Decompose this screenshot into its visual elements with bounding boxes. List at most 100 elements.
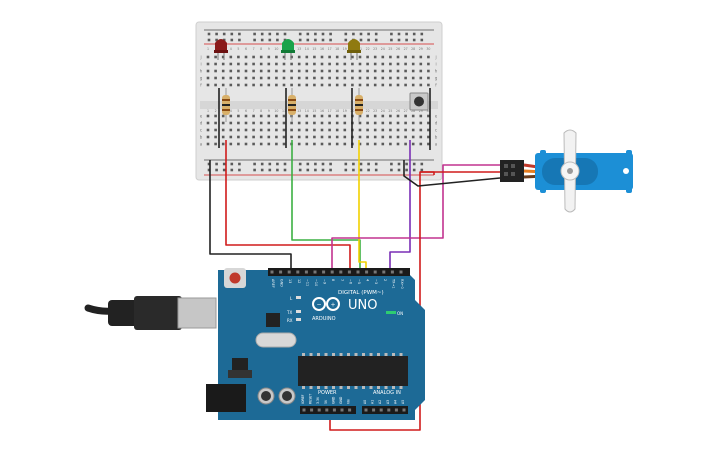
- header-pin: [296, 270, 300, 274]
- breadboard-hole: [206, 121, 210, 125]
- breadboard-hole: [389, 135, 392, 139]
- breadboard-hole: [221, 55, 225, 59]
- led-red[interactable]: [214, 39, 228, 60]
- header-pin-label: GND: [339, 396, 343, 404]
- breadboard-hole: [381, 76, 385, 80]
- header-pin-label: 4: [366, 279, 370, 281]
- breadboard-hole: [328, 114, 331, 118]
- digital-header: [270, 270, 403, 274]
- breadboard-rail-hole: [298, 32, 302, 36]
- header-pin: [340, 408, 344, 412]
- breadboard-hole: [214, 62, 217, 66]
- breadboard-hole: [297, 142, 301, 146]
- breadboard-hole: [358, 128, 362, 132]
- breadboard-hole: [267, 121, 271, 125]
- header-pin: [394, 408, 398, 412]
- breadboard-rail-hole: [420, 32, 424, 36]
- breadboard-hole: [313, 83, 316, 87]
- breadboard-row-letter: f: [200, 83, 202, 88]
- chip-pin: [339, 353, 343, 356]
- chip-pin: [369, 386, 373, 389]
- gnd-wire: [209, 160, 292, 268]
- breadboard-hole: [404, 135, 407, 139]
- header-pin-label: A5: [401, 400, 405, 404]
- breadboard-hole: [237, 83, 240, 87]
- breadboard-rail-hole: [260, 162, 264, 166]
- breadboard-row-letter: i: [435, 62, 436, 67]
- breadboard-hole: [411, 128, 415, 132]
- breadboard-hole: [305, 83, 309, 87]
- breadboard-hole: [419, 62, 423, 66]
- breadboard-hole: [389, 62, 392, 66]
- purple-button-wire: [389, 140, 411, 268]
- breadboard-column-number: 14: [305, 47, 309, 51]
- breadboard-hole: [267, 76, 271, 80]
- svg-text:+: +: [331, 302, 336, 309]
- board-name-label: UNO: [348, 298, 377, 313]
- breadboard-hole: [404, 62, 407, 66]
- breadboard-rail-hole: [397, 32, 401, 36]
- breadboard-rail-hole: [260, 168, 264, 172]
- breadboard-hole: [419, 142, 423, 146]
- breadboard-hole: [214, 83, 217, 87]
- header-pin: [330, 270, 334, 274]
- breadboard-rail-hole: [215, 168, 218, 172]
- breadboard-rail-hole: [352, 162, 355, 166]
- header-pin: [347, 270, 351, 274]
- breadboard-rail-hole: [314, 168, 317, 172]
- breadboard-rail-hole: [276, 32, 279, 36]
- breadboard-hole: [320, 69, 324, 73]
- header-pin-label: TX→1: [391, 278, 395, 288]
- breadboard-rail-hole: [268, 162, 272, 166]
- breadboard-hole: [214, 121, 217, 125]
- breadboard-row-letter: d: [200, 121, 203, 126]
- breadboard-hole: [267, 142, 271, 146]
- breadboard-hole: [252, 62, 255, 66]
- led-yellow[interactable]: [347, 39, 361, 60]
- breadboard-hole: [206, 62, 210, 66]
- breadboard-hole: [297, 62, 301, 66]
- breadboard-rail-hole: [268, 38, 272, 42]
- servo[interactable]: [500, 129, 633, 213]
- breadboard-hole: [267, 135, 271, 139]
- breadboard-hole: [328, 55, 331, 59]
- breadboard-hole: [366, 76, 369, 80]
- breadboard-rail-hole: [215, 38, 218, 42]
- header-pin: [348, 408, 352, 412]
- breadboard-hole: [214, 69, 217, 73]
- breadboard-rail-hole: [276, 162, 279, 166]
- breadboard-rail-hole: [283, 168, 287, 172]
- breadboard-rail-hole: [359, 38, 363, 42]
- breadboard-rail-hole: [329, 32, 332, 36]
- breadboard-hole: [282, 69, 286, 73]
- chip-pin: [324, 386, 328, 389]
- breadboard-hole: [221, 83, 225, 87]
- chip-pin: [369, 353, 373, 356]
- breadboard-hole: [411, 76, 415, 80]
- led-green[interactable]: [281, 39, 295, 60]
- breadboard-row-letter: j: [434, 55, 436, 60]
- breadboard-hole: [229, 76, 233, 80]
- chip-pin: [302, 353, 305, 356]
- breadboard-rail-hole: [207, 32, 211, 36]
- breadboard-hole: [335, 142, 339, 146]
- breadboard-hole: [396, 69, 400, 73]
- breadboard-hole: [381, 142, 385, 146]
- breadboard-row-letter: g: [200, 76, 203, 81]
- breadboard-hole: [335, 135, 339, 139]
- breadboard-column-number: 10: [274, 47, 278, 51]
- breadboard-rail-hole: [420, 168, 424, 172]
- breadboard-hole: [358, 69, 362, 73]
- breadboard-hole: [358, 135, 362, 139]
- breadboard-hole: [343, 114, 347, 118]
- breadboard-rail-hole: [314, 38, 317, 42]
- pushbutton[interactable]: [409, 92, 429, 111]
- breadboard-hole: [237, 142, 240, 146]
- breadboard-hole: [427, 76, 430, 80]
- breadboard-rail-hole: [344, 162, 348, 166]
- breadboard-hole: [252, 83, 255, 87]
- breadboard-hole: [320, 55, 324, 59]
- breadboard-rail-hole: [344, 32, 348, 36]
